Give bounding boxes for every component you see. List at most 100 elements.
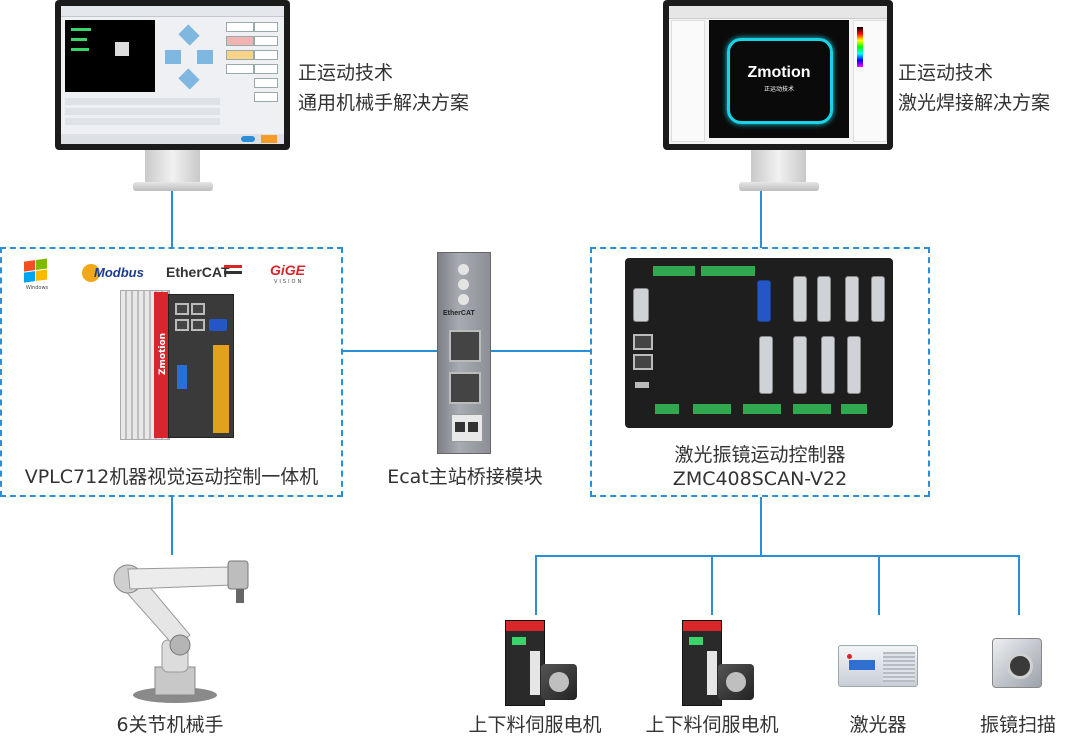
robot-arm-image	[80, 555, 265, 705]
vga-port-icon	[209, 319, 227, 331]
vplc-red-stripe	[154, 292, 168, 438]
controller-group-box	[590, 247, 930, 497]
laser-source-image	[838, 645, 918, 687]
laser-solution-title-line1: 正运动技术	[898, 62, 994, 84]
ethercat-arrows-icon	[224, 264, 242, 276]
servo-drive-icon	[505, 620, 545, 706]
terminal-block	[793, 404, 831, 414]
ui-status-bar	[61, 134, 284, 144]
ethercat-logo-text: EtherCAT	[166, 264, 230, 280]
link-vplc-to-robot-arm	[171, 497, 173, 555]
terminal-block	[693, 404, 731, 414]
status-led-icon	[458, 279, 469, 290]
ethernet-port-icon	[633, 334, 653, 350]
db-port-icon	[793, 336, 807, 394]
db-port-icon	[847, 336, 861, 394]
usb-ports-icon	[177, 365, 187, 389]
laser-label: 激光器	[849, 714, 907, 736]
controller-label-line1: 激光振镜运动控制器	[674, 444, 846, 466]
db-port-icon	[817, 276, 831, 322]
status-led-icon	[458, 294, 469, 305]
servo-unit-2	[672, 618, 762, 708]
ui-right-panel	[853, 20, 887, 142]
ui-3d-view	[65, 20, 155, 92]
galvo-scanner-icon	[992, 638, 1042, 688]
link-robot-monitor-to-vplc	[171, 190, 173, 248]
vplc-front-panel	[168, 294, 234, 438]
gige-logo-text: GiGE	[270, 262, 306, 278]
ui-side-buttons	[226, 22, 278, 122]
laser-ui-screen: Zmotion 正运动技术	[669, 6, 887, 144]
link-bus-to-servo1	[535, 555, 537, 615]
vplc712-device: Zmotion	[120, 290, 236, 440]
windows-logo-text: Windows	[25, 285, 49, 291]
db-port-icon	[871, 276, 885, 322]
laser-preview-sub: 正运动技术	[763, 86, 794, 93]
ethernet-port-icon	[633, 354, 653, 370]
laser-preview-brand: Zmotion	[747, 64, 811, 81]
terminal-block	[743, 404, 781, 414]
modbus-logo: Modbus	[82, 262, 144, 284]
windows-logo: Windows	[22, 258, 52, 292]
ethernet-port-icon	[191, 303, 205, 315]
link-bus-to-servo2	[711, 555, 713, 615]
ui-left-panel	[671, 20, 705, 142]
terminal-block	[213, 345, 229, 433]
modbus-gear-icon	[82, 264, 100, 282]
link-bus-to-laser	[878, 555, 880, 615]
link-controller-bus-vertical	[760, 497, 762, 557]
laser-source-icon	[838, 645, 918, 687]
db-port-icon	[793, 276, 807, 322]
ui-toolbar	[669, 6, 887, 19]
zmc408scan-controller	[625, 258, 893, 428]
robot-solution-monitor	[55, 0, 290, 192]
power-connector-icon	[451, 414, 483, 442]
status-led-icon	[458, 264, 469, 275]
bridge-brand: EtherCAT	[443, 310, 475, 317]
laser-solution-monitor: Zmotion 正运动技术	[663, 0, 893, 192]
galvo-label: 振镜扫描	[979, 714, 1056, 736]
terminal-block	[701, 266, 755, 276]
ethernet-port-icon	[449, 330, 481, 362]
ui-title-bar	[61, 6, 284, 17]
robot-solution-title-line2: 通用机械手解决方案	[298, 92, 470, 114]
servo2-label: 上下料伺服电机	[645, 714, 779, 736]
laser-preview-frame	[727, 38, 833, 124]
usb-port-icon	[635, 382, 649, 388]
link-laser-monitor-to-controller	[760, 190, 762, 248]
terminal-block	[841, 404, 867, 414]
terminal-block	[655, 404, 679, 414]
robot-solution-title-line1: 正运动技术	[298, 62, 394, 84]
servo1-label: 上下料伺服电机	[468, 714, 602, 736]
vplc-group-box	[0, 247, 343, 497]
db9-port-icon	[633, 288, 649, 322]
vplc-label: VPLC712机器视觉运动控制一体机	[24, 466, 319, 488]
controller-label-line2: ZMC408SCAN-V22	[672, 468, 848, 490]
vplc-brand-vertical: Zmotion	[158, 332, 168, 375]
galvo-scanner-image	[988, 632, 1048, 692]
ecat-bridge-module: EtherCAT	[437, 252, 491, 454]
link-controller-bus-horizontal	[535, 555, 1020, 557]
link-bridge-to-controller	[490, 350, 590, 352]
laser-solution-title-line2: 激光焊接解决方案	[898, 92, 1051, 114]
db-port-icon	[845, 276, 859, 322]
windows-flag-icon	[24, 258, 48, 283]
modbus-logo-text: Modbus	[94, 265, 144, 280]
db-port-icon	[821, 336, 835, 394]
servo-unit-1	[495, 618, 585, 708]
link-bus-to-galvo	[1018, 555, 1020, 615]
servo-motor-icon	[718, 664, 754, 700]
gige-vision-logo: GiGE VISION	[270, 260, 320, 288]
servo-drive-icon	[682, 620, 722, 706]
laser-canvas: Zmotion 正运动技术	[709, 20, 849, 138]
db-port-icon	[759, 336, 773, 394]
ethernet-port-icon	[175, 319, 189, 331]
ui-jog-arrows	[165, 24, 215, 90]
db-port-icon	[757, 280, 771, 322]
bridge-label: Ecat主站桥接模块	[387, 466, 543, 488]
robot-ui-screen	[61, 6, 284, 144]
ethercat-logo: EtherCAT	[166, 260, 246, 284]
gige-logo-subtext: VISION	[274, 279, 304, 285]
servo-motor-icon	[541, 664, 577, 700]
robot-arm-icon	[113, 560, 249, 703]
